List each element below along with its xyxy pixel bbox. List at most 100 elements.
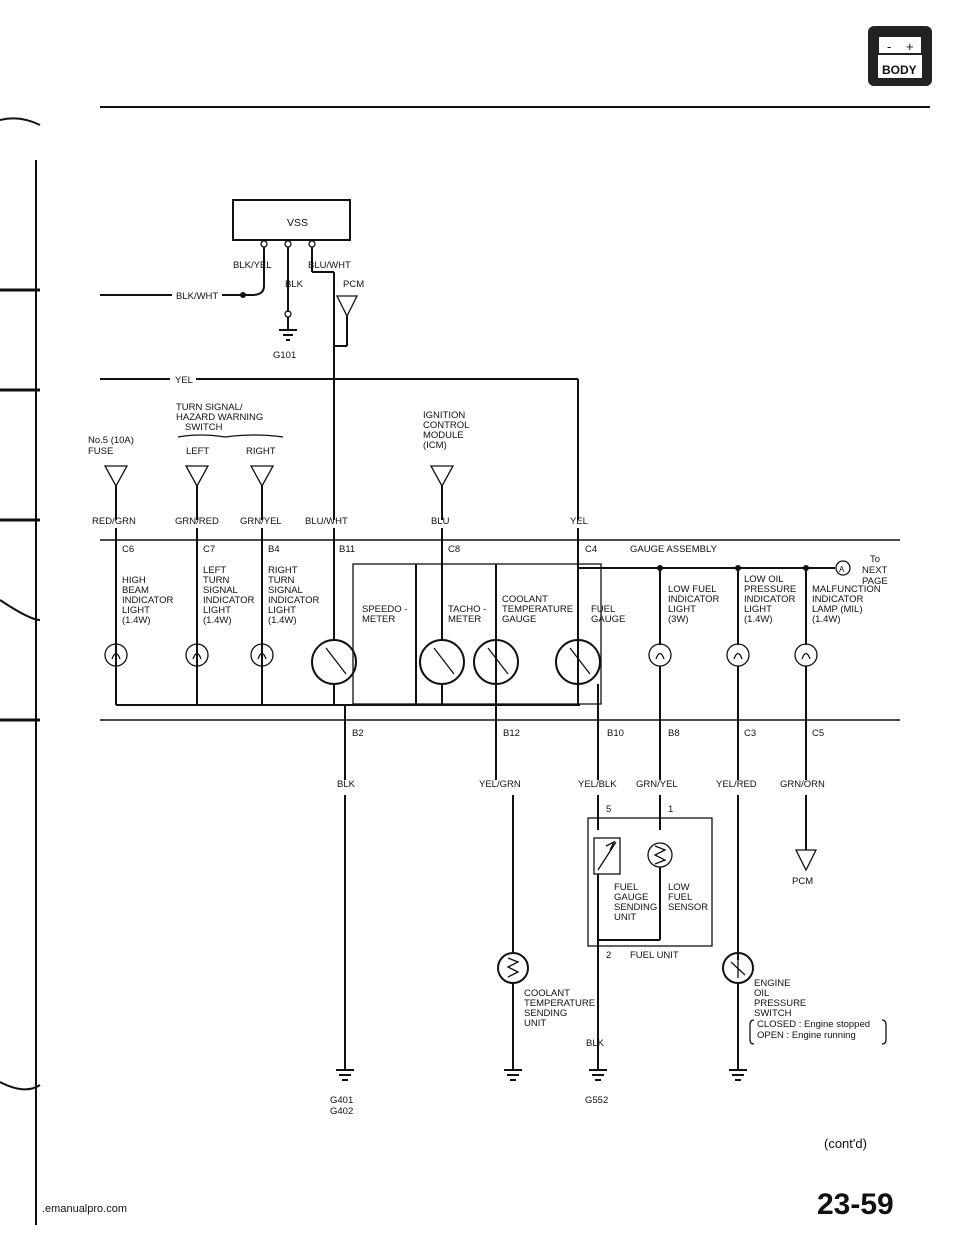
svg-text:METER: METER <box>362 614 395 625</box>
icm-label-4: (ICM) <box>423 440 447 451</box>
svg-text:TEMPERATURE: TEMPERATURE <box>502 604 573 615</box>
wire-grn-yel-top: GRN/YEL <box>240 516 282 527</box>
wire-blk-top: BLK <box>285 279 304 290</box>
wire-yel: YEL <box>570 516 588 527</box>
coolant-sender-label: COOLANT TEMPERATURE SENDING UNIT <box>524 988 595 1029</box>
continued-label: (cont'd) <box>824 1136 867 1151</box>
turn-switch-label-2: HAZARD WARNING <box>176 412 263 423</box>
next-page-marker-icon <box>835 560 851 576</box>
fuel-sending-unit-label: FUEL GAUGE SENDING UNIT <box>614 882 657 923</box>
pcm-connector-bottom-icon <box>794 849 818 872</box>
svg-text:(3W): (3W) <box>668 614 689 625</box>
wire-blk-fuel: BLK <box>586 1038 605 1049</box>
oil-switch-label: ENGINE OIL PRESSURE SWITCH CLOSED : Engi… <box>754 978 870 1041</box>
wire-blk-wht: BLK/WHT <box>176 291 218 302</box>
coolant-sender-icon <box>497 952 529 984</box>
svg-text:FUEL: FUEL <box>591 604 615 615</box>
turn-left-label: LEFT <box>186 446 209 457</box>
svg-text:FUEL: FUEL <box>668 892 692 903</box>
fuel-unit-box <box>587 817 713 947</box>
left-turn-label: LEFT TURN SIGNAL INDICATOR LIGHT (1.4W) <box>203 565 255 626</box>
svg-text:SENDING: SENDING <box>614 902 657 913</box>
svg-text:SIGNAL: SIGNAL <box>203 585 238 596</box>
to-next-3: PAGE <box>862 576 888 587</box>
fuse-label-2: FUSE <box>88 446 113 457</box>
svg-text:(1.4W): (1.4W) <box>268 615 297 626</box>
svg-text:LIGHT: LIGHT <box>268 605 296 616</box>
svg-text:OPEN : Engine running: OPEN : Engine running <box>757 1030 856 1041</box>
pin-b11: B11 <box>339 544 355 555</box>
svg-text:INDICATOR: INDICATOR <box>268 595 320 606</box>
fuel-unit-pin1: 1 <box>668 804 673 815</box>
wire-blu-wht-top: BLU/WHT <box>308 260 351 271</box>
source-connector-icons <box>103 465 455 488</box>
icm-label-3: MODULE <box>423 430 464 441</box>
svg-text:INDICATOR: INDICATOR <box>203 595 255 606</box>
svg-text:MALFUNCTION: MALFUNCTION <box>812 584 881 595</box>
fuel-sender-resistor-icon <box>593 837 621 875</box>
speedometer-label: SPEEDO - METER <box>362 604 407 625</box>
wire-blu-wht: BLU/WHT <box>305 516 348 527</box>
badge-plus: + <box>906 39 914 54</box>
meter-icons <box>311 639 601 685</box>
low-oil-label: LOW OIL PRESSURE INDICATOR LIGHT (1.4W) <box>744 574 796 625</box>
svg-text:LIGHT: LIGHT <box>122 605 150 616</box>
wire-red-grn: RED/GRN <box>92 516 136 527</box>
svg-text:INDICATOR: INDICATOR <box>812 594 864 605</box>
svg-text:GAUGE: GAUGE <box>614 892 648 903</box>
svg-text:LIGHT: LIGHT <box>744 604 772 615</box>
badge-label: BODY <box>882 63 917 77</box>
svg-text:INDICATOR: INDICATOR <box>122 595 174 606</box>
mil-label: MALFUNCTION INDICATOR LAMP (MIL) (1.4W) <box>812 584 881 625</box>
low-fuel-thermistor-icon <box>647 842 673 868</box>
coolant-gauge-label: COOLANT TEMPERATURE GAUGE <box>502 594 573 625</box>
svg-text:CLOSED : Engine stopped: CLOSED : Engine stopped <box>757 1019 870 1030</box>
wire-blk-b2: BLK <box>337 779 356 790</box>
svg-text:SWITCH: SWITCH <box>754 1008 792 1019</box>
svg-text:INDICATOR: INDICATOR <box>668 594 720 605</box>
svg-text:LIGHT: LIGHT <box>203 605 231 616</box>
fuel-unit-pin2: 2 <box>606 950 611 961</box>
pin-c4: C4 <box>585 544 597 555</box>
turn-switch-label-1: TURN SIGNAL/ <box>176 402 243 413</box>
svg-text:LEFT: LEFT <box>203 565 226 576</box>
svg-text:TACHO -: TACHO - <box>448 604 486 615</box>
svg-text:SPEEDO -: SPEEDO - <box>362 604 407 615</box>
ground-g101: G101 <box>273 350 296 361</box>
wire-yel-blk: YEL/BLK <box>578 779 617 790</box>
ground-symbols-icon <box>336 1069 747 1081</box>
pin-c5: C5 <box>812 728 824 739</box>
svg-text:PRESSURE: PRESSURE <box>744 584 796 595</box>
next-page-marker: A <box>839 565 845 574</box>
svg-text:LOW FUEL: LOW FUEL <box>668 584 717 595</box>
meter-box <box>352 563 602 705</box>
footer-url: .emanualpro.com <box>42 1203 127 1215</box>
svg-text:BEAM: BEAM <box>122 585 149 596</box>
svg-text:SENDING: SENDING <box>524 1008 567 1019</box>
svg-text:(1.4W): (1.4W) <box>744 614 773 625</box>
wire-yel-bus: YEL <box>175 375 193 386</box>
svg-text:LOW OIL: LOW OIL <box>744 574 784 585</box>
svg-text:RIGHT: RIGHT <box>268 565 298 576</box>
badge-minus: - <box>887 39 891 54</box>
page-number: 23-59 <box>817 1188 894 1221</box>
svg-text:(1.4W): (1.4W) <box>122 615 151 626</box>
fuel-gauge-label: FUEL GAUGE <box>591 604 625 625</box>
svg-text:LAMP (MIL): LAMP (MIL) <box>812 604 863 615</box>
right-turn-label: RIGHT TURN SIGNAL INDICATOR LIGHT (1.4W) <box>268 565 320 626</box>
wire-grn-yel-bottom: GRN/YEL <box>636 779 678 790</box>
vss-label: VSS <box>287 217 308 229</box>
pcm-label-top: PCM <box>343 279 364 290</box>
pcm-label-bottom: PCM <box>792 876 813 887</box>
svg-text:COOLANT: COOLANT <box>524 988 570 999</box>
fuse-label-1: No.5 (10A) <box>88 435 134 446</box>
wire-yel-grn: YEL/GRN <box>479 779 521 790</box>
svg-text:COOLANT: COOLANT <box>502 594 548 605</box>
pin-b12: B12 <box>503 728 520 739</box>
pcm-connector-icon <box>335 295 359 318</box>
bulb-icons <box>104 643 818 667</box>
pin-c7: C7 <box>203 544 215 555</box>
pin-b10: B10 <box>607 728 624 739</box>
svg-text:ENGINE: ENGINE <box>754 978 790 989</box>
